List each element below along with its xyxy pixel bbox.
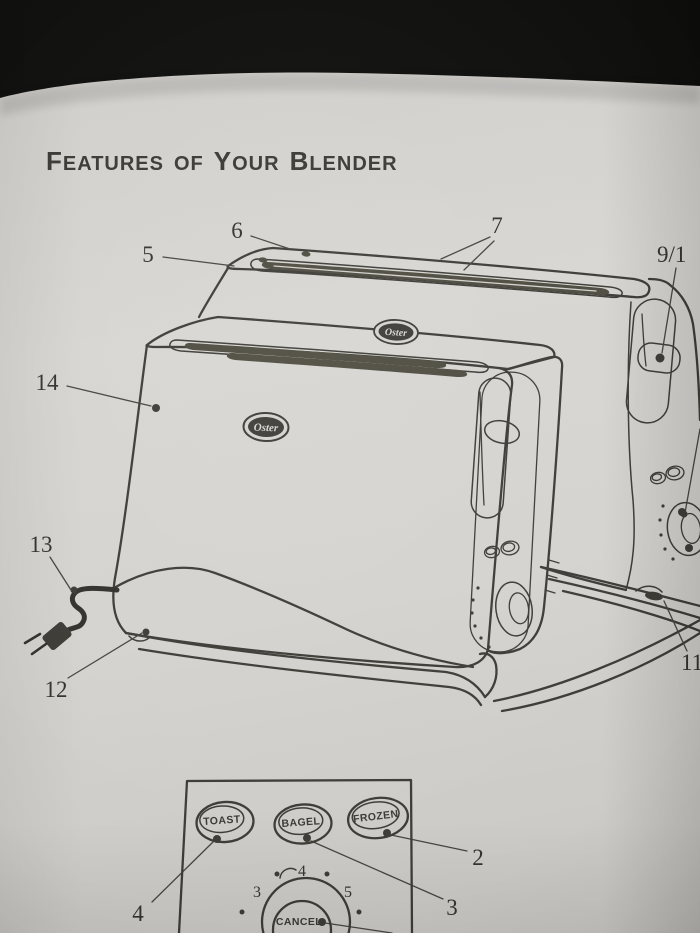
control-panel-diagram: TOAST BAGEL FROZEN 3 4 5 <box>177 778 414 933</box>
dial-pointer-notch <box>279 867 297 879</box>
bagel-button: BAGEL <box>273 803 333 845</box>
rear-side-dial <box>658 501 700 561</box>
callout-13-label: 13 <box>30 532 53 557</box>
shade-dial: 3 4 5 CANCEL <box>239 863 362 933</box>
front-base <box>124 628 498 707</box>
callout-14-label: 14 <box>36 370 60 395</box>
power-cord-drawing <box>23 585 120 656</box>
callout-4-label: 4 <box>132 901 144 926</box>
oster-logo-rear: Oster <box>373 319 419 345</box>
title-word-cap: B <box>289 146 310 176</box>
rear-lift-lever <box>625 298 681 424</box>
front-slot-rim <box>169 339 489 374</box>
callout-leader-lines <box>49 235 700 933</box>
front-side-buttons <box>483 540 520 559</box>
rear-slot-rim <box>250 258 623 299</box>
callout-labels: 5 6 7 9/1 14 13 12 11 2 3 4 <box>30 213 700 926</box>
front-side-dial <box>470 581 533 649</box>
cancel-button: CANCEL <box>276 916 326 928</box>
bagel-button-label: BAGEL <box>281 815 321 830</box>
title-word-cap: Y <box>213 146 233 176</box>
front-lift-lever <box>470 377 521 519</box>
callout-6-label: 6 <box>231 218 243 243</box>
toast-button: TOAST <box>195 800 255 844</box>
title-word-cap: F <box>46 146 63 176</box>
dial-mark-4: 4 <box>298 863 306 880</box>
callout-11-label: 11 <box>681 650 700 675</box>
front-bread-slot <box>184 343 447 368</box>
front-toaster-drawing <box>112 315 564 707</box>
rear-toaster-drawing <box>197 246 700 713</box>
title-word-rest: OF <box>173 153 204 175</box>
callout-5-label: 5 <box>142 242 154 267</box>
plug-drawing <box>23 621 72 656</box>
front-foot <box>142 628 150 636</box>
oster-logo-front-text: Oster <box>254 422 280 435</box>
frozen-button: FROZEN <box>346 796 410 840</box>
rear-side-buttons <box>649 465 685 485</box>
title-word-rest: EATURES <box>62 153 164 175</box>
oster-logo-front: Oster <box>242 411 290 443</box>
frozen-button-label: FROZEN <box>352 808 399 825</box>
toast-button-label: TOAST <box>203 813 241 828</box>
page-edge-shadow <box>0 72 700 116</box>
cancel-button-label: CANCEL <box>276 916 322 928</box>
oster-logo-rear-text: Oster <box>385 327 408 339</box>
rear-base <box>492 565 700 713</box>
callout-12-label: 12 <box>45 677 68 702</box>
callout-7-label: 7 <box>491 213 503 238</box>
page-title: FEATURES OF YOUR BLENDER <box>46 146 408 177</box>
title-word-rest: OUR <box>232 153 280 175</box>
callout-3-label: 3 <box>446 895 458 920</box>
callout-9-label: 9/1 <box>657 242 686 267</box>
dial-mark-5: 5 <box>344 884 352 901</box>
callout-2-label: 2 <box>472 845 484 870</box>
dial-mark-3: 3 <box>253 884 261 901</box>
table-background <box>0 0 700 98</box>
front-wave-accent <box>112 566 475 669</box>
title-word-rest: LENDER <box>309 153 398 175</box>
